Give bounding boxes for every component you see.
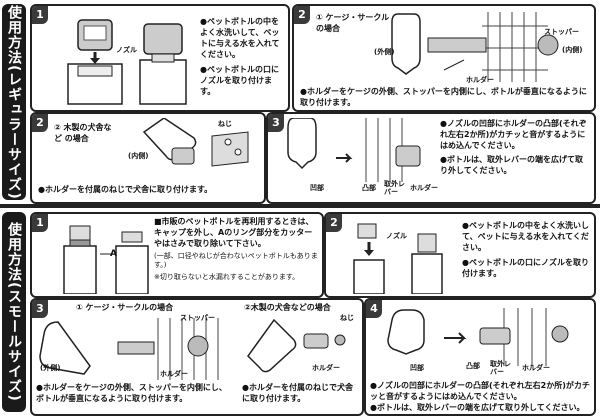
nozzle-label: ノズル [116, 46, 137, 54]
reuse-note: ■市販のペットボトルを再利用するときは、キャップを外し、Aのリング部分をカッター… [154, 217, 314, 248]
wood-heading: ②木製の犬舎などの場合 [244, 303, 331, 312]
small-title: 使用方法(スモールサイズ) [6, 222, 22, 402]
step-number: 3 [32, 300, 48, 318]
wood-note: ●ホルダーを付属のねじで犬舎に取り付けます。 [38, 185, 213, 194]
step-2-text: ●ペットボトルの中をよく水洗いして、ペットに与える水を入れてください。 ●ペット… [462, 220, 590, 279]
bump-label: 凸部 [466, 362, 480, 370]
regular-step-2-cage-panel: 2 ① ケージ・サークルの場合 (外側) (内側) ストッパー ホルダー ●ホル… [292, 4, 596, 112]
small-title-bar: 使用方法(スモールサイズ) [2, 212, 26, 412]
wood-heading: ② 木製の犬舎など の場合 [54, 123, 112, 143]
bump-label: 凸部 [362, 184, 376, 192]
step-1-text: ■市販のペットボトルを再利用するときは、キャップを外し、Aのリング部分をカッター… [154, 216, 318, 282]
wood-mount-illustration [142, 118, 249, 167]
step-number: 1 [32, 214, 48, 232]
step-number: 2 [294, 6, 310, 24]
cage-heading: ① ケージ・サークルの場合 [76, 303, 174, 312]
cage-note: ●ホルダーをケージの外側、ストッパーを内側にし、ボトルが垂直になるように取り付け… [300, 87, 587, 107]
outer-label: (外側) [374, 48, 395, 56]
step-number: 4 [366, 300, 382, 318]
nozzle-illustration [353, 223, 443, 294]
holder-label-2: ホルダー [312, 364, 340, 372]
holder-label: ホルダー [160, 370, 188, 378]
a-label: A [110, 249, 117, 259]
step-number: 2 [32, 114, 48, 132]
bullet-1: ●ノズルの凹部にホルダーの凸部(それぞれ左右2か所)がカチッと音がするようにはめ… [440, 119, 587, 150]
holder-label: ホルダー [522, 364, 550, 372]
attach-illustration [287, 118, 421, 182]
step-number: 1 [32, 6, 48, 24]
regular-title: 使用方法(レギュラーサイズ) [6, 4, 22, 200]
regular-section: 使用方法(レギュラーサイズ) 1 ノズル ●ペットボトルの中をよく水洗いして、ペ… [2, 2, 598, 204]
small-step-1-panel: 1 A ■市販のペットボトルを再利用するときは、キャップを外し、Aのリング部分を… [30, 212, 324, 298]
lever-label: 取外レバー [384, 180, 405, 196]
inner-label: (内側) [128, 152, 149, 160]
regular-step-1-panel: 1 ノズル ●ペットボトルの中をよく水洗いして、ペットに与える水を入れてください… [30, 4, 290, 112]
small-section: 使用方法(スモールサイズ) 1 A ■市販のペットボトルを再利用するときは、キャ… [2, 210, 598, 416]
bullet-1: ●ノズルの凹部にホルダーの凸部(それぞれ左右2か所)がカチッと音がするようにはめ… [370, 381, 590, 401]
regular-step-2-wood-panel: 2 ② 木製の犬舎など の場合 (内側) ねじ ●ホルダーを付属のねじで犬舎に取… [30, 112, 266, 204]
holder-label: ホルダー [466, 76, 494, 84]
cage-heading: ① ケージ・サークルの場合 [316, 13, 390, 33]
lever-label: 取外レバー [490, 360, 511, 376]
holder-label: ホルダー [410, 184, 438, 192]
bullet-2: ●ペットボトルの口にノズルを取り付けます。 [200, 65, 279, 96]
small-step-3-panel: 3 ① ケージ・サークルの場合 ②木製の犬舎などの場合 ストッパー (外側) ホ… [30, 298, 364, 416]
bullet-2: ●ペットボトルの口にノズルを取り付けます。 [462, 258, 589, 278]
screw-label: ねじ [340, 314, 354, 322]
nozzle-bottle-illustration [67, 19, 187, 105]
hollow-label: 凹部 [410, 364, 424, 372]
wood-note: ●ホルダーを付属のねじで犬舎に取り付けます。 [242, 383, 353, 403]
inner-label: (内側) [562, 46, 583, 54]
cage-mount-illustration [39, 318, 219, 380]
regular-step-3-panel: 3 凹部 凸部 取外レバー ホルダー ●ノズルの凹部にホルダーの凸部(それぞれ左… [266, 112, 596, 204]
bullet-2: ●ボトルは、取外レバーの端を広げて取り外してください。 [370, 403, 585, 412]
cage-note: ●ホルダーをケージの外側、ストッパーを内側にし、ボトルが垂直になるように取り付け… [36, 383, 227, 403]
small-step-4-panel: 4 凹部 凸部 取外レバー ホルダー ●ノズルの凹部にホルダーの凸部(それぞれ左… [364, 298, 596, 416]
bullet-1: ●ペットボトルの中をよく水洗いして、ペットに与える水を入れてください。 [200, 17, 280, 59]
stopper-label: ストッパー [180, 314, 215, 322]
bullet-2: ●ボトルは、取外レバーの端を広げて取り外してください。 [440, 155, 583, 175]
fit-note: (一部、口径やねじが合わないペットボトルもあります。) [154, 252, 318, 269]
step-number: 2 [326, 214, 342, 232]
step-3-text: ●ノズルの凹部にホルダーの凸部(それぞれ左右2か所)がカチッと音がするようにはめ… [440, 118, 590, 176]
nozzle-label: ノズル [386, 232, 407, 240]
bottle-ring-illustration [63, 225, 149, 294]
cage-mount-illustration [391, 12, 559, 82]
stopper-label: ストッパー [544, 28, 579, 36]
step-number: 3 [268, 114, 284, 132]
screw-label: ねじ [218, 120, 232, 128]
step-1-text: ●ペットボトルの中をよく水洗いして、ペットに与える水を入れてください。 ●ペット… [200, 16, 284, 97]
section-divider [0, 204, 600, 208]
step-4-text: ●ノズルの凹部にホルダーの凸部(それぞれ左右2か所)がカチッと音がするようにはめ… [370, 380, 590, 413]
wood-mount-illustration [247, 318, 346, 373]
small-step-2-panel: 2 ノズル ●ペットボトルの中をよく水洗いして、ペットに与える水を入れてください… [324, 212, 596, 298]
hollow-label: 凹部 [310, 184, 324, 192]
regular-title-bar: 使用方法(レギュラーサイズ) [2, 4, 26, 200]
attach-illustration [387, 308, 569, 366]
outer-label: (外側) [40, 364, 61, 372]
bullet-1: ●ペットボトルの中をよく水洗いして、ペットに与える水を入れてください。 [462, 221, 589, 252]
leak-note: ※切り取らないと水漏れすることがあります。 [154, 273, 300, 281]
